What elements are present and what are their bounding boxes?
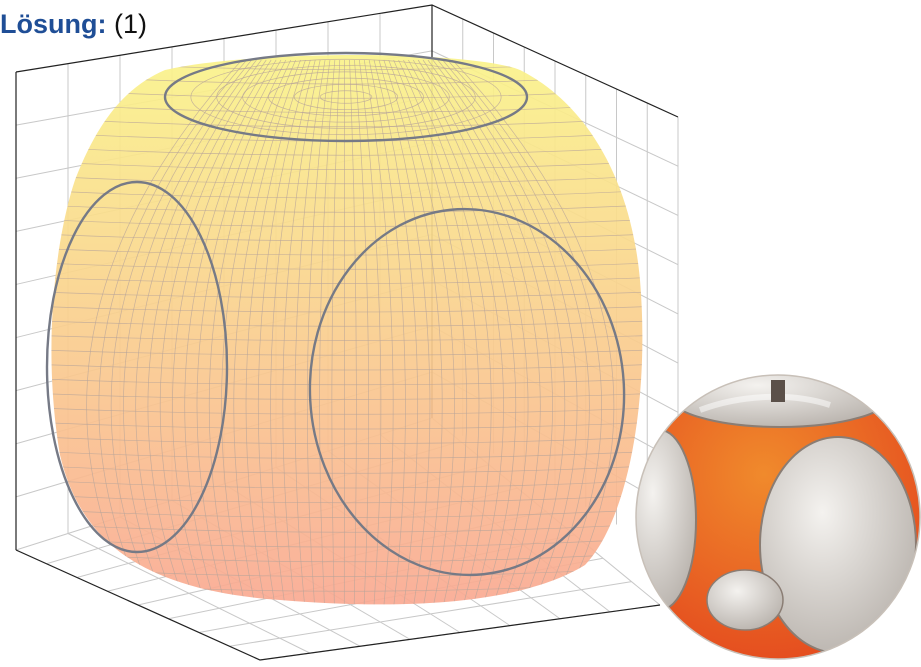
mesh-latitude-line: [51, 117, 643, 128]
mesh-longitude-line: [393, 59, 468, 605]
mesh-latitude-line: [51, 204, 643, 213]
mesh-longitude-line: [257, 59, 311, 605]
mesh-latitude-line: [51, 175, 643, 185]
top-cap-ring: [216, 65, 476, 129]
lamp-right-window: [759, 436, 917, 654]
solution-heading: Lösung: (1): [0, 8, 147, 40]
mesh-longitude-line: [437, 59, 578, 605]
top-cap-ring: [190, 58, 502, 136]
mesh-longitude-line: [331, 59, 341, 605]
mesh-longitude-line: [427, 59, 553, 605]
mesh-latitude-line: [51, 103, 643, 113]
mesh-longitude-line: [432, 59, 566, 605]
solution-label: Lösung:: [0, 9, 107, 39]
left-face-outline: [45, 180, 229, 554]
rounded-cube-surface: [45, 51, 643, 605]
mesh-longitude-line: [408, 59, 504, 605]
mesh-longitude-line: [447, 59, 602, 605]
mesh-latitude-line: [51, 219, 643, 227]
mesh-latitude-line: [51, 436, 643, 445]
mesh-longitude-line: [172, 59, 277, 605]
mesh-longitude-line: [412, 59, 517, 605]
mesh-longitude-line: [184, 59, 282, 605]
mesh-longitude-line: [147, 59, 267, 605]
lamp-photo: [635, 374, 921, 660]
mesh-longitude-line: [110, 59, 252, 605]
mesh-longitude-line: [452, 59, 615, 605]
mesh-longitude-line: [159, 59, 272, 605]
mesh-latitude-line: [51, 146, 643, 156]
mesh-longitude-line: [282, 59, 321, 605]
mesh-longitude-line: [388, 59, 455, 605]
mesh-longitude-line: [319, 59, 336, 605]
mesh-longitude-line: [98, 59, 247, 605]
mesh-longitude-line: [378, 59, 431, 605]
mesh-longitude-line: [306, 59, 331, 605]
mesh-latitude-line: [51, 190, 643, 199]
mesh-longitude-line: [343, 59, 345, 605]
mesh-longitude-line: [368, 59, 406, 605]
mesh-longitude-line: [422, 59, 541, 605]
mesh-longitude-line: [123, 59, 257, 605]
mesh-latitude-line: [51, 349, 643, 356]
top-cap-ring: [268, 77, 424, 117]
top-face-outline: [163, 51, 529, 143]
box-edge: [15, 549, 661, 661]
mesh-longitude-line: [373, 59, 419, 605]
face-outlines: [45, 51, 626, 577]
mesh-latitude-line: [51, 480, 643, 489]
mesh-latitude-line: [51, 233, 643, 242]
mesh-longitude-line: [383, 59, 443, 605]
mesh-longitude-line: [363, 59, 394, 605]
mesh-longitude-line: [135, 59, 262, 605]
mesh-longitude-line: [196, 59, 287, 605]
floor-grid-line: [229, 581, 632, 647]
top-cap-ring: [242, 71, 450, 123]
mesh-longitude-line: [233, 59, 301, 605]
mesh-latitude-line: [51, 494, 643, 504]
mesh-latitude-line: [51, 451, 643, 459]
top-cap-ring: [319, 90, 373, 104]
mesh-longitude-line: [245, 59, 306, 605]
lamp-left-window: [636, 429, 697, 611]
solution-number: (1): [114, 9, 147, 39]
mesh-latitude-line: [51, 465, 643, 474]
mesh-longitude-line: [270, 59, 316, 605]
mesh-latitude-line: [51, 538, 643, 548]
lamp-front-window: [706, 569, 784, 631]
mesh-latitude-line: [51, 306, 643, 313]
surface-body: [51, 55, 643, 605]
mesh-longitude-line: [294, 59, 326, 605]
top-cap-ring: [293, 84, 399, 110]
mesh-latitude-line: [51, 523, 643, 533]
mesh-latitude-line: [51, 320, 643, 327]
mesh-longitude-line: [417, 59, 529, 605]
mesh-longitude-line: [359, 59, 382, 605]
mesh-latitude-line: [51, 378, 643, 386]
mesh-latitude-line: [51, 161, 643, 170]
mesh-latitude-line: [51, 335, 643, 341]
surface-mesh: [51, 58, 643, 605]
mesh-latitude-line: [51, 509, 643, 518]
lamp-socket: [771, 380, 785, 402]
lamp-highlight: [698, 393, 831, 413]
mesh-longitude-line: [349, 59, 357, 605]
mesh-longitude-line: [86, 59, 243, 605]
mesh-latitude-line: [51, 262, 643, 270]
right-face-outline: [308, 207, 626, 577]
mesh-latitude-line: [51, 277, 643, 284]
